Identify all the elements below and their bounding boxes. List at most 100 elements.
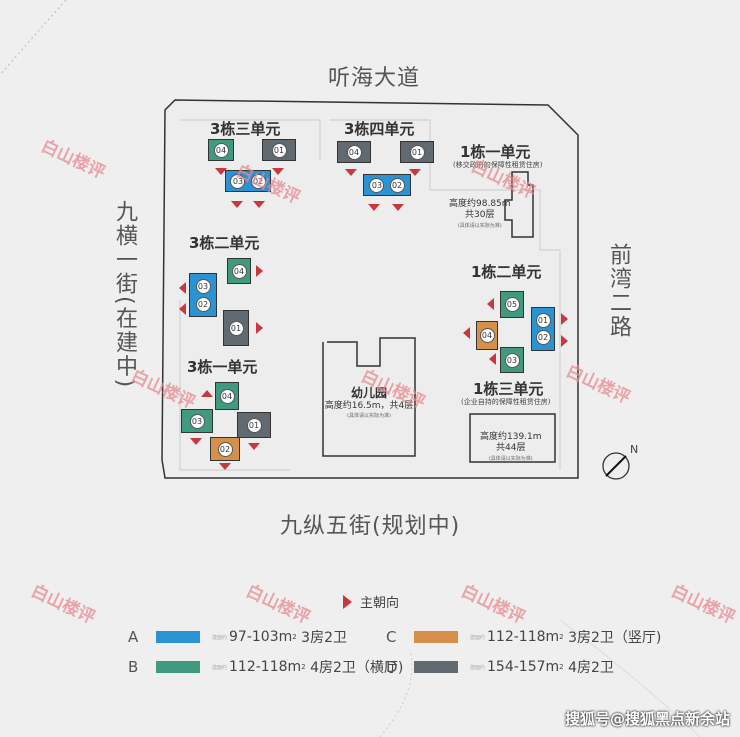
orientation-arrow [179,282,186,294]
unit-3-1-04[interactable]: 04 [215,382,239,410]
orientation-arrow [487,298,494,310]
unit-3-1-01[interactable]: 01 [237,412,271,438]
unit-3-2-01[interactable]: 01 [223,310,249,346]
unit-3-4-03-02[interactable]: 03 02 [363,174,411,196]
legend-area: 112-118m [487,629,560,645]
road-south: 九纵五街(规划中) [280,514,461,539]
building-1-unit-3-subtitle: (企业自持的保障性租赁住房) [461,398,551,406]
legend-orientation-label: 主朝向 [360,596,400,611]
kindergarten-note: (具体请以实际为准) [347,413,391,419]
unit-3-4-04[interactable]: 04 [337,141,371,163]
building-3-unit-4-title: 3栋四单元 [344,120,415,138]
road-east: 前湾二路 [606,243,631,339]
legend-sq: 2 [301,663,306,671]
building-3-unit-2-title: 3栋二单元 [189,234,260,252]
orientation-arrow [190,438,202,445]
orientation-arrow [256,265,263,277]
orientation-arrow [272,168,284,175]
building-1-unit-2-title: 1栋二单元 [471,263,542,281]
kindergarten-height: 高度约16.5m，共4层 [324,401,414,411]
compass-north-label: N [630,443,639,456]
legend-tag: 建面约 [212,634,228,641]
orientation-arrow [201,390,213,397]
orientation-arrow [253,201,265,208]
road-north: 听海大道 [328,66,421,91]
unit-3-1-03[interactable]: 03 [181,409,213,433]
orientation-arrow [231,201,243,208]
legend-tag: 建面约 [470,664,486,671]
orientation-arrow [561,313,568,325]
legend-letter: C [386,628,397,646]
tower-1-1-outline [504,171,534,238]
legend-letter: A [128,628,139,646]
legend-letter: B [128,658,139,676]
orientation-arrow-icon [343,594,352,609]
orientation-arrow [409,169,421,176]
legend-area: 154-157m [487,659,560,675]
orientation-arrow [368,204,380,211]
orientation-arrow [179,303,186,315]
legend-swatch [414,631,458,643]
legend-tag: 建面约 [470,634,486,641]
unit-1-2-04[interactable]: 04 [476,321,498,350]
floors-text: 共30层 [465,210,495,220]
legend-sq: 2 [559,663,564,671]
legend-layout: 4房2卫（横厅) [310,660,404,676]
legend-sq: 2 [292,633,297,641]
legend-layout: 4房2卫 [568,660,614,676]
unit-1-2-03[interactable]: 03 [500,347,524,373]
legend-layout: 3房2卫（竖厅) [568,630,662,646]
legend-orientation: 主朝向 [343,592,399,611]
unit-3-1-02[interactable]: 02 [210,437,240,461]
legend-letter: D [386,658,398,676]
height-text: 高度约98.85m [449,199,511,209]
building-1-unit-1-subtitle: (移交政府的保障性租赁住房) [453,161,543,169]
orientation-arrow [215,168,227,175]
unit-3-3-01[interactable]: 01 [262,139,296,161]
building-1-unit-1-info: 高度约98.85m 共30层 (具体请以实际为准) [449,199,511,232]
unit-3-3-03-02[interactable]: 03 02 [225,170,271,192]
legend-tag: 建面约 [212,664,228,671]
tower-1-3-outline [469,413,556,463]
legend-swatch [156,661,200,673]
note-text: (具体请以实际为准) [488,456,533,462]
road-west: 九横一街(在建中) [112,200,137,390]
orientation-arrow [489,353,496,365]
building-1-unit-1-title: 1栋一单元 [460,143,531,161]
orientation-arrow [256,322,263,334]
unit-3-4-01[interactable]: 01 [400,141,434,163]
orientation-arrow [345,169,357,176]
legend-layout: 3房2卫 [301,630,347,646]
building-3-unit-3-title: 3栋三单元 [210,120,281,138]
legend-area: 97-103m [229,629,293,645]
site-boundary [161,99,579,479]
kindergarten-label: 幼儿园 高度约16.5m，共4层 (具体请以实际为准) [323,384,415,419]
unit-1-2-05[interactable]: 05 [500,291,524,318]
orientation-arrow [463,327,470,339]
building-1-unit-3-info: 高度约139.1m 共44层 (具体请以实际为准) [480,432,542,465]
floors-text: 共44层 [496,443,526,453]
orientation-arrow [561,335,568,347]
unit-3-2-04[interactable]: 04 [227,258,251,284]
legend-sq: 2 [559,633,564,641]
kindergarten-title: 幼儿园 [350,386,387,400]
orientation-arrow [248,443,260,450]
orientation-arrow [219,463,231,470]
orientation-arrow [392,204,404,211]
footer-credit: 搜狐号@搜狐黑点新余站 [564,710,730,728]
legend-swatch [414,661,458,673]
building-3-unit-1-title: 3栋一单元 [187,358,258,376]
kindergarten-outline [322,337,416,457]
legend-swatch [156,631,200,643]
legend-area: 112-118m [229,659,302,675]
building-1-unit-3-title: 1栋三单元 [473,380,544,398]
unit-3-3-04[interactable]: 04 [208,139,234,161]
note-text: (具体请以实际为准) [457,223,502,229]
